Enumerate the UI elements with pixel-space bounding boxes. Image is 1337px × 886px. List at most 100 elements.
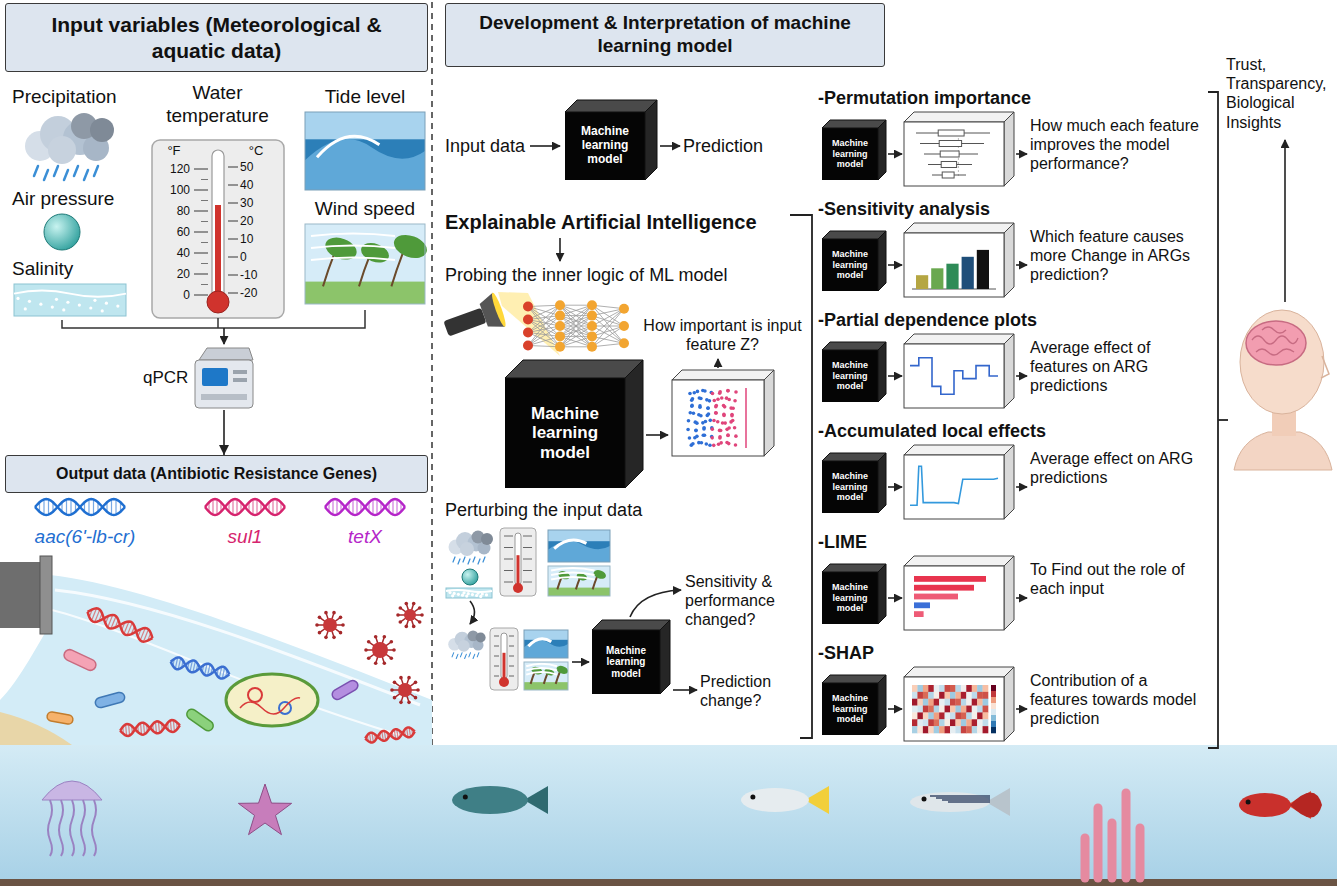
- cube-top: [592, 620, 670, 630]
- illustration-shape: [708, 419, 712, 423]
- rain-drop: [456, 654, 458, 658]
- thermometer-panel: [152, 140, 284, 318]
- tick-mark: [504, 559, 513, 560]
- virus-spike-tip: [420, 613, 424, 617]
- illustration-shape: [972, 685, 978, 692]
- scale-number: 0: [152, 288, 190, 302]
- gene-label: tetX: [320, 526, 410, 549]
- illustration-shape: [942, 172, 954, 178]
- illustration-shape: [917, 699, 923, 706]
- dna-rung: [212, 499, 213, 514]
- cube-top: [505, 360, 643, 378]
- illustration-shape: [490, 628, 518, 690]
- rain-drop: [465, 654, 467, 658]
- salt-dot: [475, 594, 478, 597]
- dna-rung: [88, 499, 89, 514]
- dna-helix: [325, 499, 405, 515]
- dna-rung: [276, 499, 277, 514]
- section-subtitle: Perturbing the input data: [445, 500, 642, 522]
- illustration-shape: [714, 411, 718, 415]
- pressure-sphere: [44, 214, 80, 250]
- cube-front: [904, 455, 1004, 519]
- salt-dot: [93, 299, 96, 302]
- arrow-line: [470, 601, 475, 624]
- fish-eye: [463, 795, 468, 800]
- cube-front: [904, 566, 1004, 630]
- illustration-shape: [912, 726, 918, 733]
- thermometer-bulb: [207, 291, 229, 313]
- cube-top: [904, 556, 1014, 566]
- plot-cube: [672, 370, 774, 456]
- illustration-shape: [934, 726, 940, 733]
- outcome-text: Trust, Transparency, Biological Insights: [1226, 55, 1332, 132]
- model-box: Machine learning model: [505, 378, 625, 488]
- network-neuron: [523, 302, 533, 312]
- illustration-shape: [688, 436, 692, 440]
- tick-mark: [494, 646, 499, 647]
- virus-icon: [364, 635, 396, 665]
- wind-streak: [551, 568, 594, 571]
- illustration-shape: [923, 726, 929, 733]
- tick-mark: [509, 646, 514, 647]
- tick-mark: [523, 582, 532, 583]
- input-variable-label: Salinity: [12, 258, 132, 281]
- illustration-shape: [923, 719, 929, 726]
- illustration-shape: [972, 712, 978, 719]
- thermometer-picture: [152, 140, 284, 318]
- illustration-shape: [446, 588, 492, 598]
- scale-number: 50: [240, 160, 274, 174]
- coral-tube: [1136, 828, 1145, 878]
- rain-drop: [54, 166, 58, 176]
- cube-top: [904, 334, 1014, 344]
- wind-streak: [551, 577, 594, 580]
- bacterium-icon: [46, 711, 73, 724]
- illustration-shape: [923, 712, 929, 719]
- rain-drop: [468, 559, 470, 564]
- outfall-pipe-rim: [40, 556, 52, 634]
- illustration-shape: [912, 719, 918, 726]
- virus-spike-tip: [407, 676, 411, 680]
- illustration-shape: [912, 706, 918, 713]
- fish-eye: [750, 795, 755, 800]
- illustration-shape: [945, 685, 951, 692]
- wave-crest: [317, 136, 379, 157]
- model-label: Machine learning model: [568, 125, 642, 166]
- cube-top: [904, 223, 1014, 233]
- cube-side: [625, 360, 643, 488]
- tick-mark: [509, 676, 514, 677]
- bacterium-icon: [62, 648, 97, 672]
- dna-rung: [392, 499, 393, 514]
- jellyfish-tentacle: [81, 800, 85, 856]
- illustration-shape: [955, 692, 961, 699]
- thermometer-picture: [490, 628, 518, 690]
- model-box: Machine learning model: [822, 350, 878, 402]
- cube-top: [904, 112, 1014, 122]
- illustration-shape: [517, 555, 520, 584]
- illustration-shape: [977, 712, 983, 719]
- tick-mark: [194, 231, 208, 232]
- virus-body: [372, 642, 388, 658]
- method-question: Contribution of a features towards model…: [1030, 671, 1208, 729]
- cloud-puff: [460, 542, 474, 556]
- tick-mark: [194, 210, 208, 211]
- bacterium-icon: [94, 691, 126, 708]
- input-variable-label: Water temperature: [155, 82, 280, 128]
- illustration-shape: [955, 706, 961, 713]
- illustration-group: [0, 92, 1332, 878]
- tick-mark: [194, 273, 208, 274]
- scale-number: -10: [240, 268, 274, 282]
- scale-number: 10: [240, 232, 274, 246]
- illustration-shape: [939, 726, 945, 733]
- tick-mark: [228, 220, 238, 221]
- jellyfish-tentacle: [48, 800, 52, 856]
- fish-body: [910, 792, 990, 812]
- machine-vent: [233, 378, 247, 382]
- illustration-shape: [714, 411, 718, 415]
- illustration-shape: [700, 441, 704, 445]
- tick-mark: [194, 252, 208, 253]
- virus-spike-tip: [398, 606, 402, 610]
- illustration-shape: [914, 576, 986, 582]
- dna-strand: [169, 656, 230, 680]
- machine-screen: [202, 368, 228, 386]
- illustration-shape: [961, 706, 967, 713]
